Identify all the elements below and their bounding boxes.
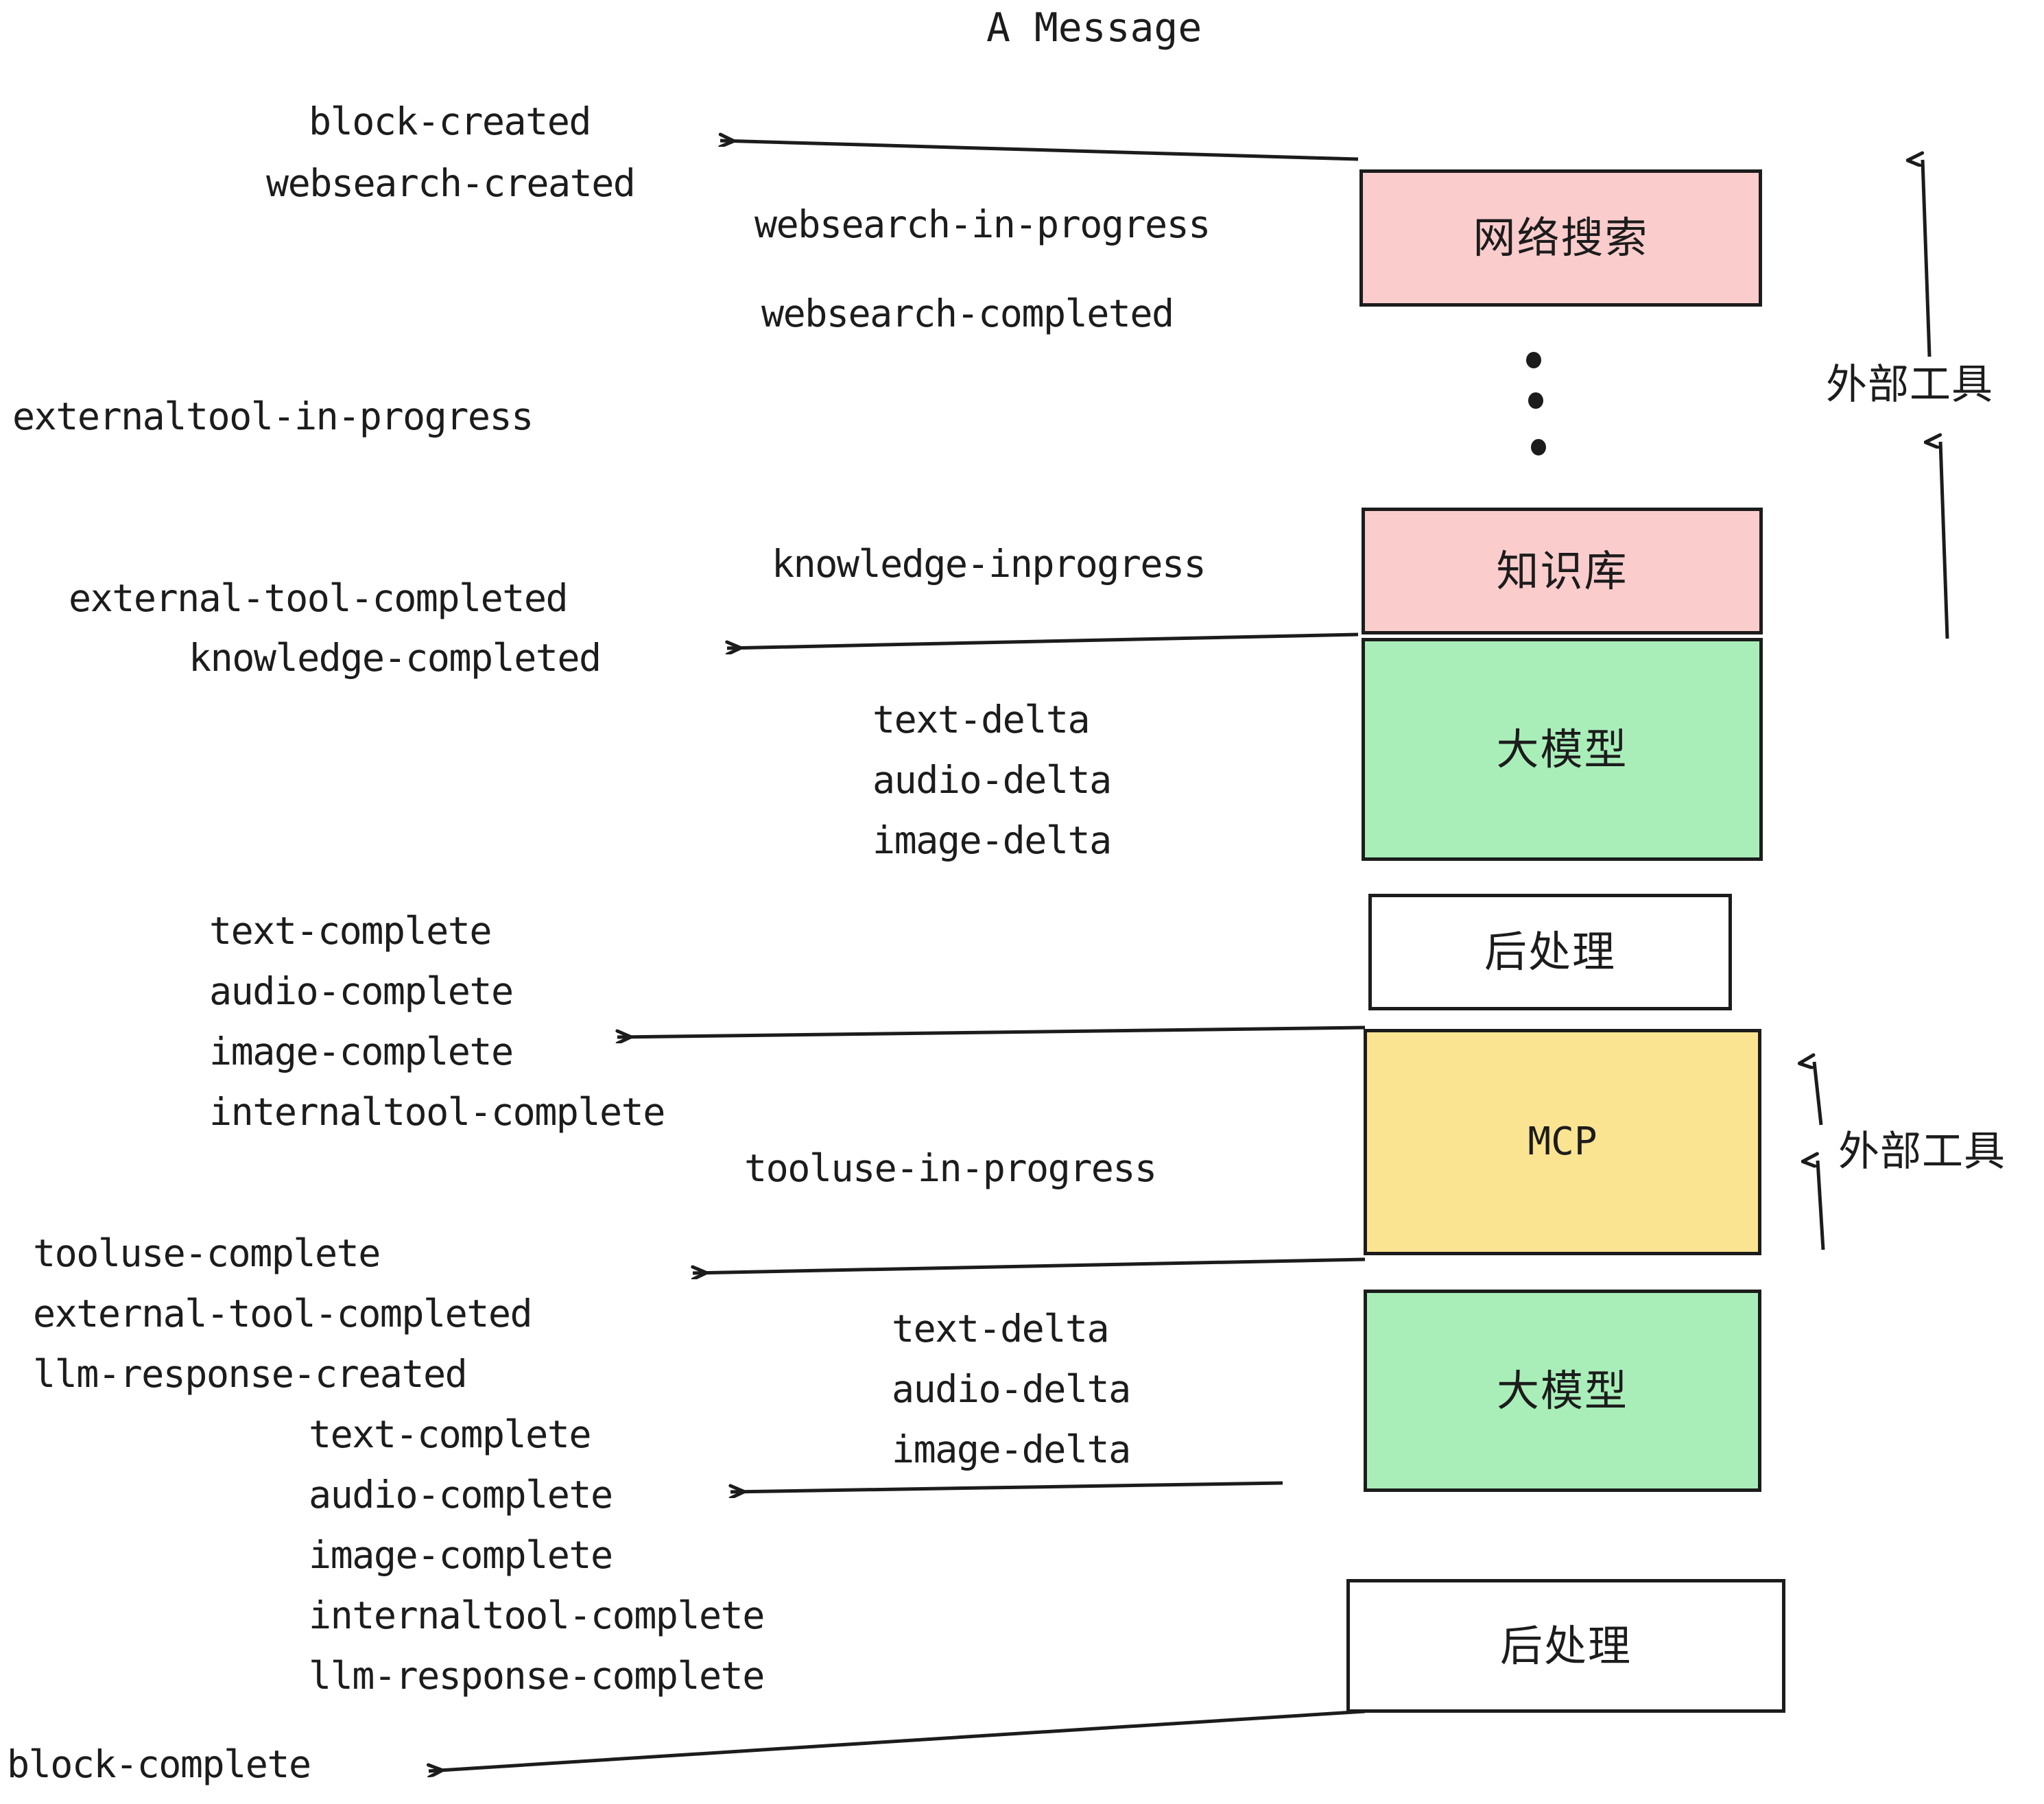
node-llm-2-label: 大模型 [1496, 1365, 1628, 1416]
event-websearch-created: websearch-created [266, 161, 636, 205]
event-audio-complete-1: audio-complete [209, 969, 514, 1013]
event-knowledge-completed: knowledge-completed [189, 636, 602, 680]
node-llm-1[interactable]: 大模型 [1362, 638, 1763, 861]
event-llm-response-created: llm-response-created [33, 1352, 468, 1396]
event-text-complete-1: text-complete [209, 909, 492, 953]
node-postprocess-2-label: 后处理 [1499, 1620, 1632, 1671]
arrow-external-tool-span-top-down [1940, 442, 1949, 639]
node-postprocess-1-label: 后处理 [1484, 927, 1616, 977]
event-external-tool-completed-1: external-tool-completed [69, 576, 569, 620]
event-audio-complete-2: audio-complete [309, 1473, 613, 1517]
arrow-knowledge-to-completed [727, 632, 1359, 648]
node-postprocess-1[interactable]: 后处理 [1368, 894, 1732, 1010]
arrow-external-tool-span-bottom-down [1818, 1161, 1825, 1250]
event-internaltool-complete-1: internaltool-complete [209, 1090, 665, 1134]
event-externaltool-in-progress: externaltool-in-progress [12, 394, 534, 438]
event-llm-response-complete: llm-response-complete [309, 1654, 765, 1698]
node-postprocess-2[interactable]: 后处理 [1346, 1579, 1785, 1713]
node-knowledge-label: 知识库 [1496, 545, 1628, 596]
ellipsis-dot-3 [1531, 439, 1546, 455]
event-block-created: block-created [309, 99, 591, 143]
event-image-delta-1: image-delta [872, 818, 1112, 862]
event-external-tool-completed-2: external-tool-completed [33, 1292, 533, 1336]
node-websearch[interactable]: 网络搜索 [1359, 169, 1762, 307]
event-text-delta-2: text-delta [892, 1307, 1110, 1351]
event-text-delta-1: text-delta [872, 698, 1091, 741]
event-image-complete-2: image-complete [309, 1533, 613, 1577]
arrow-postprocess2-to-blockcomplete [429, 1709, 1366, 1771]
node-mcp[interactable]: MCP [1364, 1029, 1761, 1255]
node-mcp-label: MCP [1528, 1119, 1597, 1164]
arrow-postprocess1-to-imagecomplete [617, 1025, 1366, 1037]
side-label-external-tool-bottom: 外部工具 [1838, 1128, 2006, 1176]
node-llm-1-label: 大模型 [1496, 724, 1628, 774]
diagram-title: A Message [986, 4, 1202, 51]
event-image-complete-1: image-complete [209, 1030, 514, 1073]
event-tooluse-complete: tooluse-complete [33, 1231, 381, 1275]
event-websearch-completed: websearch-completed [761, 292, 1174, 335]
arrow-external-tool-span-bottom-up [1814, 1062, 1823, 1126]
arrow-llm2-to-audiocomplete [730, 1481, 1283, 1492]
node-llm-2[interactable]: 大模型 [1364, 1290, 1761, 1492]
event-text-complete-2: text-complete [309, 1412, 591, 1456]
ellipsis-dot-1 [1526, 352, 1541, 368]
event-image-delta-2: image-delta [892, 1427, 1131, 1471]
event-tooluse-in-progress: tooluse-in-progress [744, 1146, 1157, 1190]
event-websearch-in-progress: websearch-in-progress [754, 202, 1211, 246]
arrow-external-tool-span-top-up [1923, 160, 1932, 357]
event-knowledge-inprogress: knowledge-inprogress [772, 542, 1207, 586]
arrow-websearch-to-blockcreated [720, 141, 1359, 161]
side-label-external-tool-top: 外部工具 [1826, 361, 1993, 409]
node-websearch-label: 网络搜索 [1473, 213, 1649, 263]
event-internaltool-complete-2: internaltool-complete [309, 1593, 765, 1637]
arrow-mcp-to-toolusecomplete [693, 1257, 1366, 1273]
event-block-complete: block-complete [7, 1742, 311, 1786]
node-knowledge[interactable]: 知识库 [1362, 508, 1763, 634]
event-audio-delta-2: audio-delta [892, 1367, 1131, 1411]
ellipsis-dot-2 [1528, 392, 1543, 409]
event-audio-delta-1: audio-delta [872, 758, 1112, 802]
